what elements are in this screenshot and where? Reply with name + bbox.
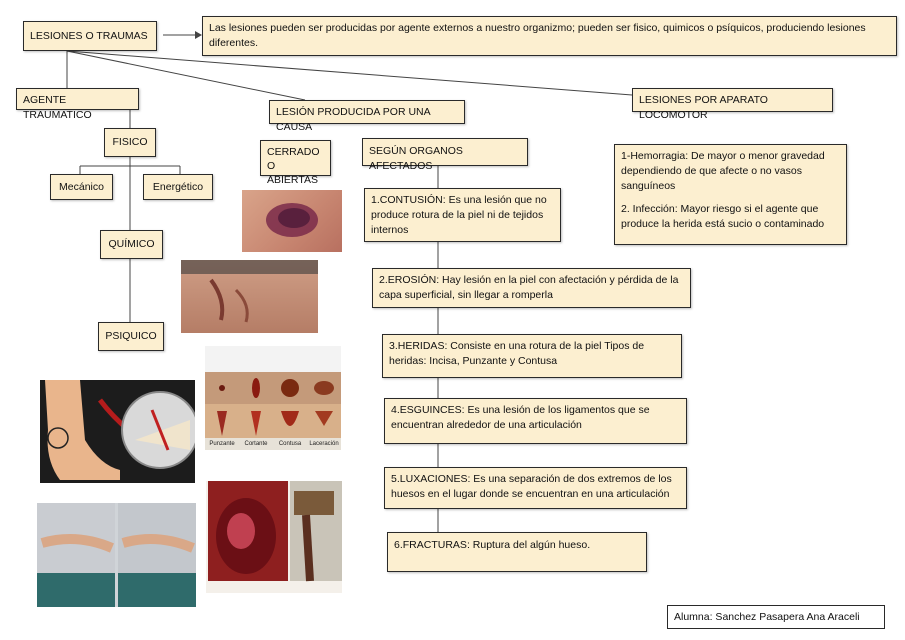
lesion-num: 5.: [391, 473, 400, 485]
lesion-desc: : Hay lesión en la piel con afectación y…: [379, 274, 679, 302]
agente-traumatico-node: AGENTE TRAUMATICO: [16, 88, 139, 121]
lesion-desc: : Es una separación de dos extremos de l…: [391, 473, 672, 501]
lesion-heridas: 3.HERIDAS: Consiste en una rotura de la …: [382, 334, 682, 378]
organos-label: SEGÚN ORGANOS AFECTADOS: [369, 145, 463, 173]
quimico-label: QUÍMICO: [108, 238, 155, 250]
root-label: LESIONES O TRAUMAS: [30, 30, 148, 42]
wound-caption-contusa: Contusa: [278, 441, 302, 447]
abrasion-image: [181, 260, 318, 323]
author-box: Alumna: Sanchez Pasapera Ana Araceli: [667, 605, 885, 629]
complication-infeccion: 2. Infección: Mayor riesgo si el agente …: [621, 202, 825, 230]
wound-types-photo: Punzante Cortante Contusa Laceración: [205, 346, 341, 450]
complications-box: 1-Hemorragia: De mayor o menor gravedad …: [614, 144, 847, 245]
lesion-causa-node: LESIÓN PRODUCIDA POR UNA CAUSA: [269, 100, 465, 133]
luxation-photos: [37, 503, 196, 607]
cerrado-node: CERRADO O ABIERTAS: [260, 140, 331, 186]
locomotor-label: LESIONES POR APARATO LOCOMOTOR: [639, 94, 768, 122]
lesion-erosion: 2.EROSIÓN: Hay lesión en la piel con afe…: [372, 268, 691, 308]
mecanico-label: Mecánico: [59, 181, 104, 193]
lesion-desc: : Consiste en una rotura de la piel Tipo…: [389, 340, 645, 368]
wound-caption-laceracion: Laceración: [309, 441, 339, 447]
lesion-name: LUXACIONES: [399, 473, 468, 485]
lesion-name: FRACTURAS: [402, 539, 467, 551]
energetico-node: Energético: [143, 174, 213, 200]
lesion-name: CONTUSIÓN: [379, 194, 443, 206]
bruise-photo: [242, 190, 342, 252]
ankle-image: [45, 380, 195, 480]
mecanico-node: Mecánico: [50, 174, 113, 200]
lesion-contusion: 1.CONTUSIÓN: Es una lesión que no produc…: [364, 188, 561, 242]
psiquico-label: PSIQUICO: [105, 330, 157, 342]
wound-caption-punzante: Punzante: [209, 441, 235, 447]
lesion-esguinces: 4.ESGUINCES: Es una lesión de los ligame…: [384, 398, 687, 444]
lesion-desc: : Es una lesión de los ligamentos que se…: [391, 404, 650, 432]
fisico-label: FISICO: [112, 136, 148, 148]
fracture-image: [208, 481, 342, 582]
fisico-node: FISICO: [104, 128, 156, 157]
ankle-sprain-illustration: [40, 380, 195, 483]
lesion-num: 4.: [391, 404, 400, 416]
root-node: LESIONES O TRAUMAS: [23, 21, 157, 51]
agente-label: AGENTE TRAUMATICO: [23, 94, 92, 122]
lesion-num: 3.: [389, 340, 398, 352]
lesion-num: 2.: [379, 274, 388, 286]
author-text: Alumna: Sanchez Pasapera Ana Araceli: [674, 611, 860, 623]
organos-node: SEGÚN ORGANOS AFECTADOS: [362, 138, 528, 172]
locomotor-node: LESIONES POR APARATO LOCOMOTOR: [632, 88, 833, 121]
energetico-label: Energético: [152, 181, 204, 193]
psiquico-node: PSIQUICO: [98, 322, 164, 351]
bruise-image: [266, 203, 318, 237]
complication-hemorragia: 1-Hemorragia: De mayor o menor gravedad …: [621, 150, 825, 193]
lesion-desc: : Es una lesión que no produce rotura de…: [371, 194, 547, 237]
definition-box: Las lesiones pueden ser producidas por a…: [202, 16, 897, 56]
fracture-wound-photo: [206, 481, 342, 593]
wound-caption-cortante: Cortante: [244, 441, 268, 447]
lesion-name: ESGUINCES: [399, 404, 462, 416]
lesion-desc: : Ruptura del algún hueso.: [466, 539, 591, 551]
cerrado-line1: CERRADO: [267, 146, 320, 158]
lesion-name: HERIDAS: [397, 340, 445, 352]
luxation-image: [37, 503, 196, 607]
lesion-fracturas: 6.FRACTURAS: Ruptura del algún hueso.: [387, 532, 647, 572]
lesion-luxaciones: 5.LUXACIONES: Es una separación de dos e…: [384, 467, 687, 509]
definition-text: Las lesiones pueden ser producidas por a…: [209, 22, 866, 50]
lesion-num: 6.: [394, 539, 403, 551]
lesion-num: 1.: [371, 194, 380, 206]
lesion-name: EROSIÓN: [387, 274, 437, 286]
quimico-node: QUÍMICO: [100, 230, 163, 259]
cerrado-line2: O ABIERTAS: [267, 160, 318, 187]
causa-label: LESIÓN PRODUCIDA POR UNA CAUSA: [276, 106, 431, 134]
abrasion-photo: [181, 260, 318, 333]
wound-types-image: [205, 346, 341, 438]
